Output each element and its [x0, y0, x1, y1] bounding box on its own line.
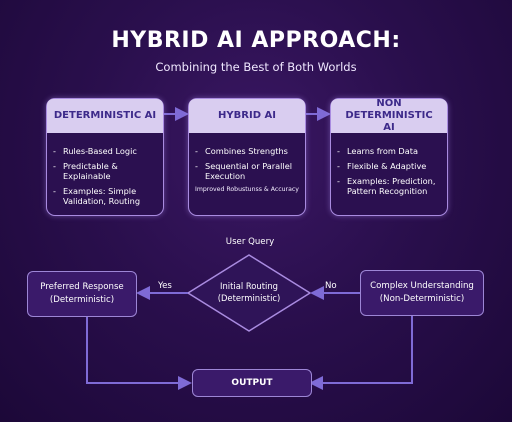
list-item: Rules-Based Logic — [51, 146, 157, 156]
hybrid-card: HYBRID AI Combines Strengths Sequential … — [188, 98, 306, 216]
line-preferred-to-output — [86, 316, 192, 390]
output-label: OUTPUT — [231, 377, 273, 388]
no-label: No — [325, 281, 337, 291]
complex-understanding-label: Complex Understanding (Non-Deterministic… — [370, 281, 474, 304]
non-deterministic-card-header: NON DETERMINISTIC AI — [331, 98, 447, 133]
hybrid-note: Improved Robustunss & Accuracy — [195, 186, 299, 193]
deterministic-list: Rules-Based Logic Predictable & Explaina… — [47, 133, 163, 206]
list-item: Flexible & Adaptive — [335, 161, 441, 171]
yes-label: Yes — [158, 281, 172, 291]
list-item: Combines Strengths — [193, 146, 299, 156]
output-box: OUTPUT — [192, 369, 312, 397]
user-query-label: User Query — [225, 237, 275, 247]
list-item: Learns from Data — [335, 146, 441, 156]
complex-understanding-box: Complex Understanding (Non-Deterministic… — [360, 270, 484, 316]
deterministic-card-header: DETERMINISTIC AI — [47, 99, 163, 133]
page-subtitle: Combining the Best of Both Worlds — [155, 60, 357, 74]
list-item: Predictable & Explainable — [51, 161, 157, 181]
hybrid-card-header: HYBRID AI — [189, 99, 305, 133]
routing-label: Initial Routing (Deterministic) — [217, 281, 281, 303]
line-complex-to-output — [309, 315, 413, 390]
routing-diamond — [186, 254, 312, 332]
preferred-response-label: Preferred Response (Deterministic) — [40, 282, 124, 305]
list-item: Examples: Prediction, Pattern Recognitio… — [335, 176, 441, 196]
non-deterministic-card: NON DETERMINISTIC AI Learns from Data Fl… — [330, 98, 448, 216]
preferred-response-box: Preferred Response (Deterministic) — [27, 271, 137, 317]
page-title: HYBRID AI APPROACH: — [111, 28, 401, 53]
list-item: Sequential or Parallel Execution — [193, 161, 299, 181]
non-deterministic-list: Learns from Data Flexible & Adaptive Exa… — [331, 133, 447, 196]
hybrid-list: Combines Strengths Sequential or Paralle… — [189, 133, 305, 181]
deterministic-card: DETERMINISTIC AI Rules-Based Logic Predi… — [46, 98, 164, 216]
list-item: Examples: Simple Validation, Routing — [51, 186, 157, 206]
